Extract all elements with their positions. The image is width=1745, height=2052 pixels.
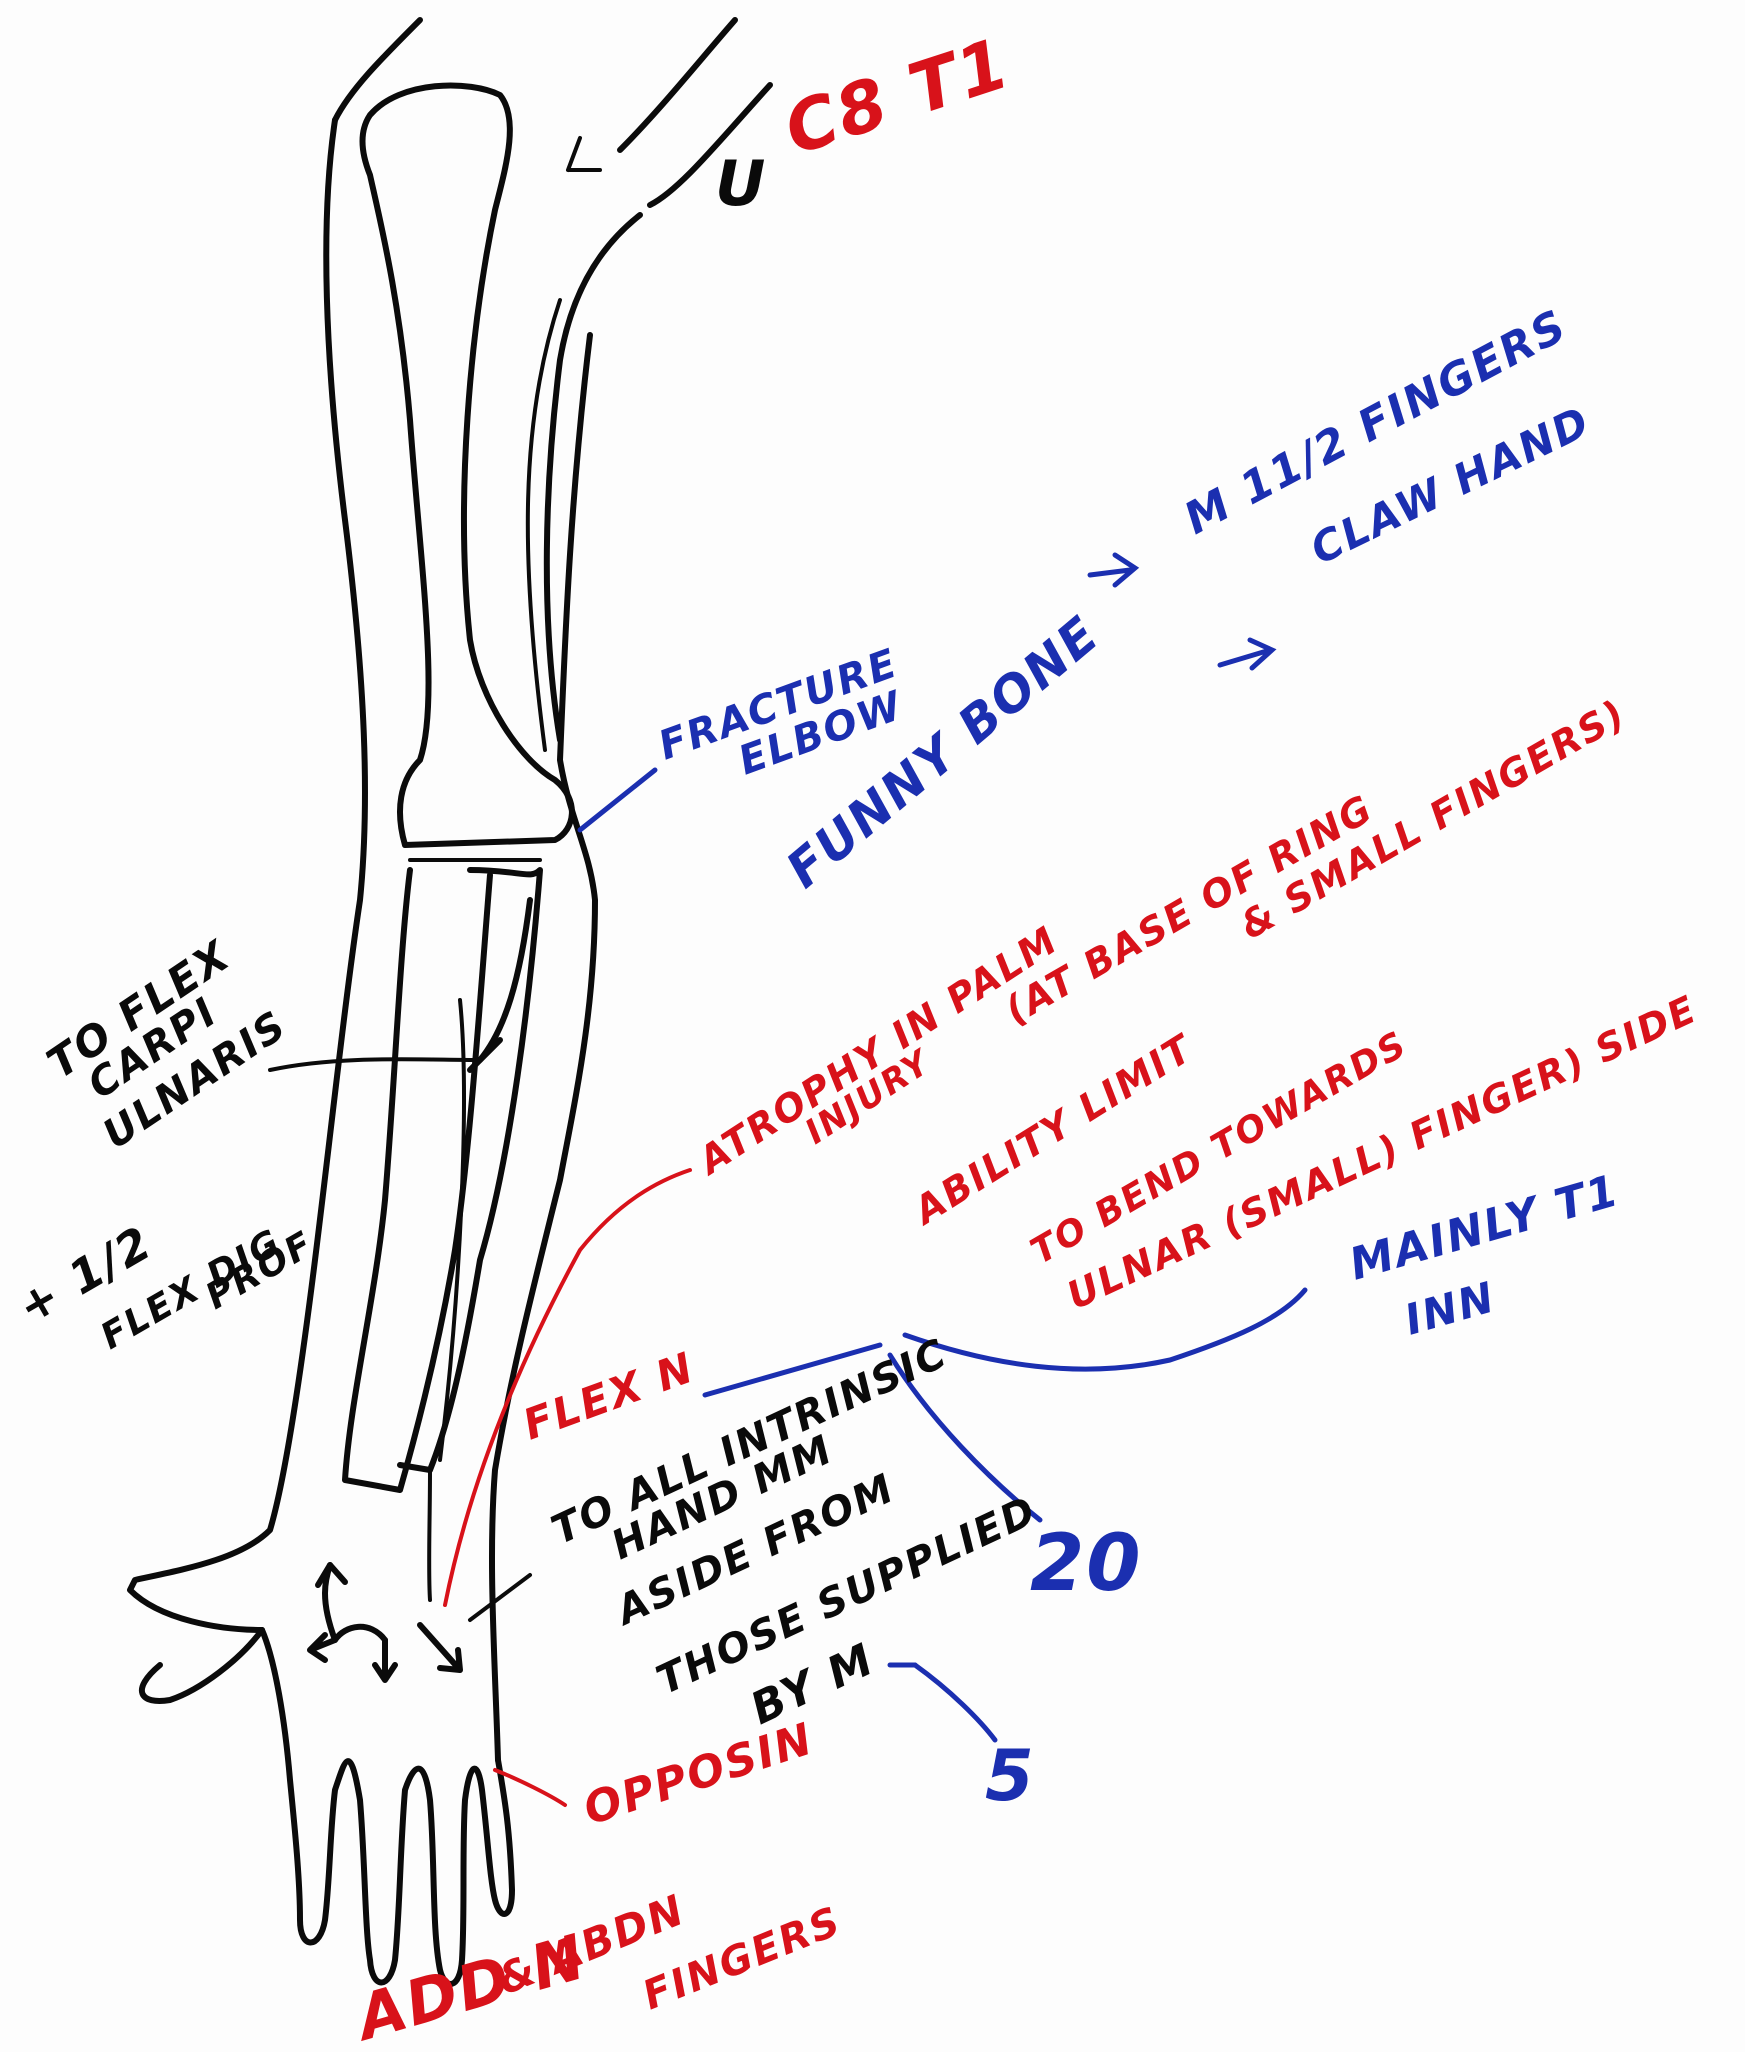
arm-left-contour (130, 120, 365, 1630)
thumb-contour (142, 1630, 262, 1701)
leader-flex-carpi (270, 1059, 480, 1070)
atrophy-detail-1: (AT BASE OF RING (998, 786, 1381, 1033)
shoulder-line-right (620, 20, 735, 150)
nerve-letter: U (715, 147, 767, 220)
nerve-plexus-mark (568, 138, 600, 170)
leader-count-5 (915, 1665, 995, 1740)
humerus-outline (363, 85, 572, 845)
count-median: 5 (985, 1735, 1036, 1817)
nerve-upper-path (547, 215, 640, 740)
palm-arrowhead-up (318, 1565, 345, 1585)
opposition-label: OPPOSIN (578, 1713, 820, 1835)
nerve-roots: C8 T1 (775, 22, 1020, 171)
inn-label: INN (1399, 1272, 1501, 1344)
palm-arrowhead-down (375, 1640, 395, 1680)
intrinsic-label-1: TO ALL INTRINSIC (545, 1330, 955, 1554)
humerus-bone (363, 85, 572, 845)
palm-arrowhead-right (420, 1625, 460, 1670)
arrow-to-paralysis (1090, 555, 1135, 585)
leader-intrinsic (470, 1575, 530, 1620)
atrophy-detail-2: & SMALL FINGERS) (1233, 691, 1634, 948)
palm-arrow-left (325, 1565, 385, 1640)
ulnar-nerve-wrist (429, 1470, 430, 1600)
hand-outline (142, 1630, 512, 1984)
palm-arrowhead-left (310, 1635, 335, 1660)
radius-bone (345, 870, 490, 1490)
palm-arrows (310, 1565, 460, 1680)
leader-fracture (580, 770, 655, 830)
mainly-t1-label: MAINLY T1 (1344, 1165, 1625, 1291)
flex-n-label: FLEX N (517, 1342, 701, 1449)
arrow-to-claw (1220, 640, 1272, 668)
fingers-contour (262, 1630, 512, 1984)
count-total: 20 (1030, 1519, 1143, 1609)
